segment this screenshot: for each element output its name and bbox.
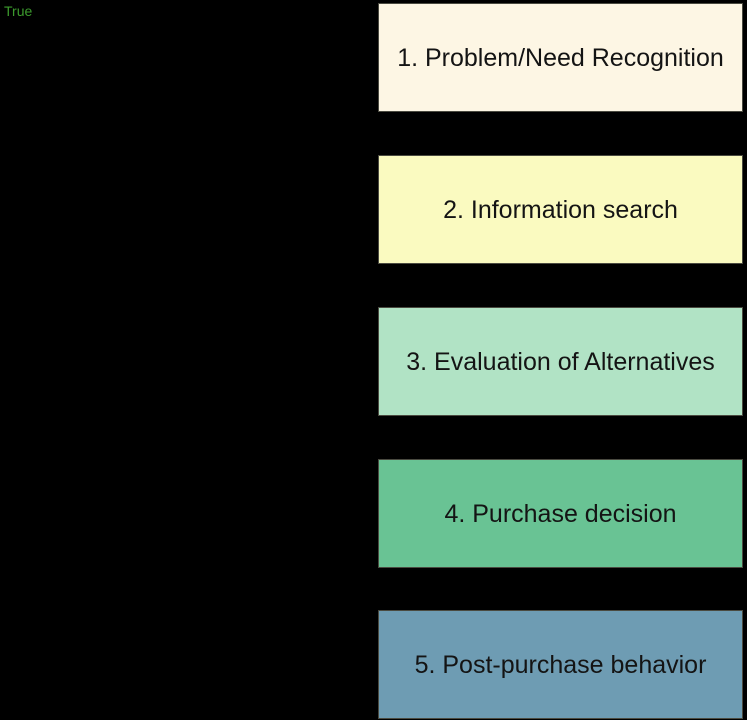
flow-step-1-label: 1. Problem/Need Recognition <box>397 43 724 72</box>
flow-step-2: 2. Information search <box>378 155 743 264</box>
flow-step-1: 1. Problem/Need Recognition <box>378 3 743 112</box>
flow-step-4: 4. Purchase decision <box>378 459 743 568</box>
flow-step-4-label: 4. Purchase decision <box>444 499 677 528</box>
flow-step-5-label: 5. Post-purchase behavior <box>414 650 707 679</box>
flow-step-3-label: 3. Evaluation of Alternatives <box>406 347 715 376</box>
status-label: True <box>4 3 33 19</box>
flow-step-5: 5. Post-purchase behavior <box>378 610 743 719</box>
flow-step-3: 3. Evaluation of Alternatives <box>378 307 743 416</box>
flow-step-2-label: 2. Information search <box>443 195 678 224</box>
